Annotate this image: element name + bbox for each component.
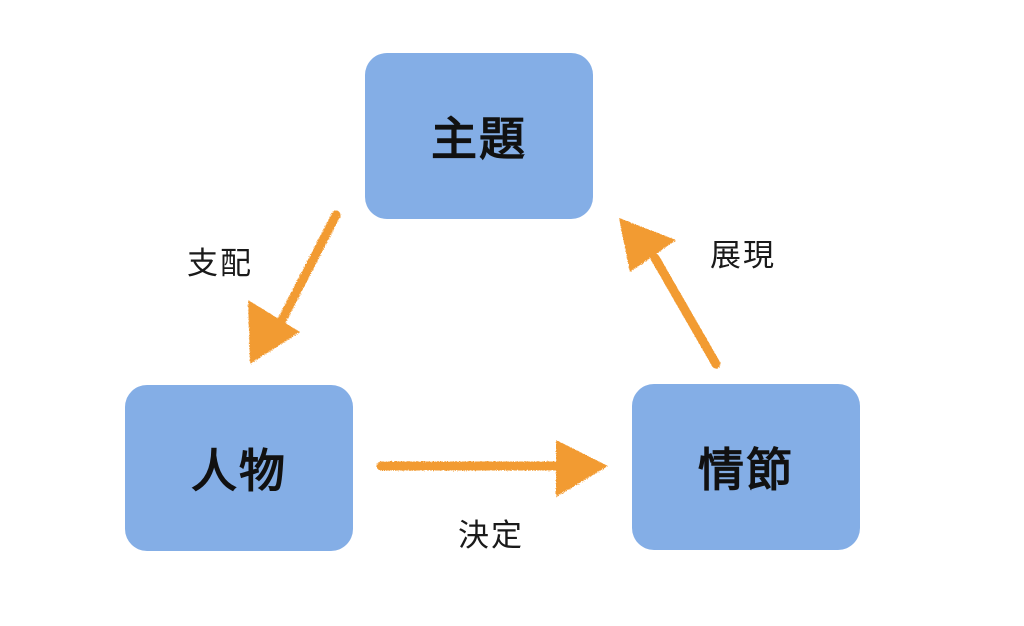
theme-node: 主題 — [365, 53, 593, 219]
character-node: 人物 — [125, 385, 353, 551]
edge-label-decide: 決定 — [458, 518, 524, 554]
theme-label: 主題 — [431, 112, 527, 166]
arrow-theme-to-character — [248, 210, 341, 364]
plot-node: 情節 — [632, 384, 860, 550]
character-label: 人物 — [191, 444, 287, 498]
arrow-plot-to-theme — [619, 218, 721, 369]
edge-label-dominate: 支配 — [187, 246, 253, 282]
plot-label: 情節 — [698, 443, 794, 497]
edge-label-reveal: 展現 — [710, 238, 776, 274]
arrow-character-to-plot — [376, 440, 608, 497]
